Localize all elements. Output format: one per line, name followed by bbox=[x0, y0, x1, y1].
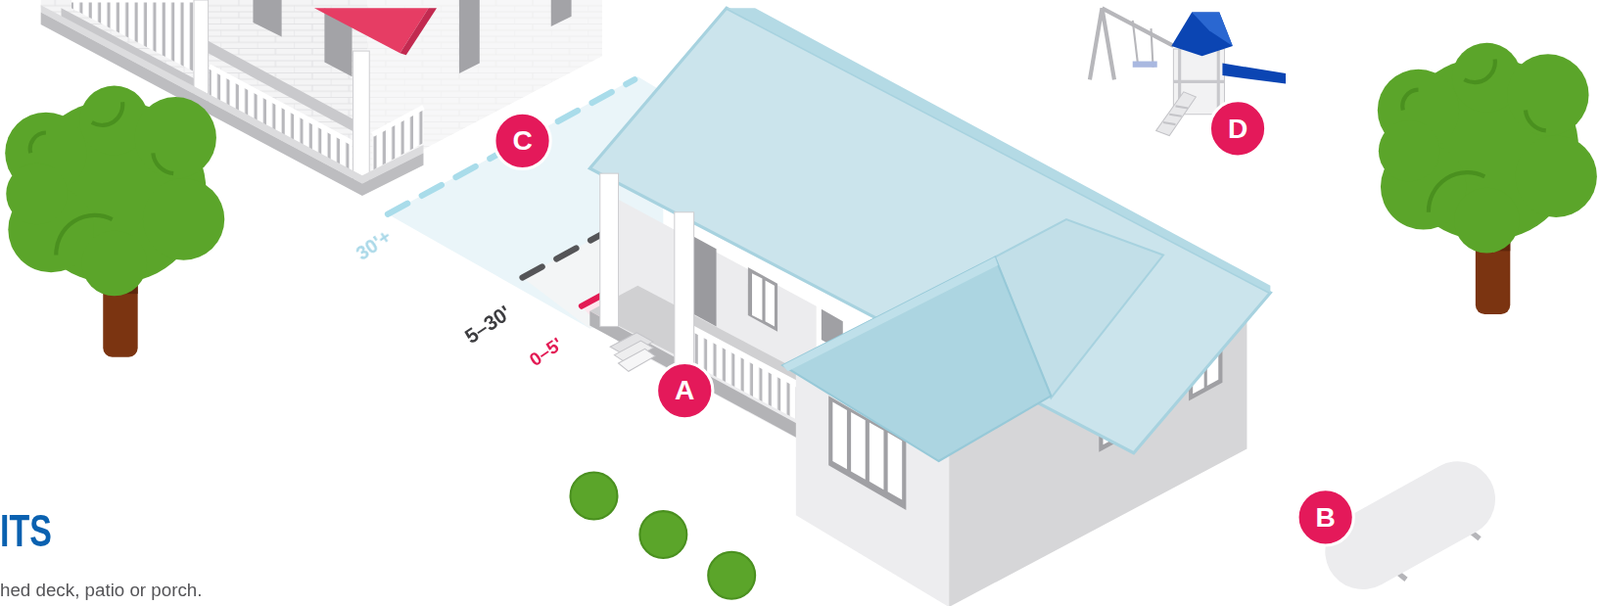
shrub bbox=[639, 511, 687, 559]
crown-part bbox=[1454, 188, 1520, 254]
crown-shade bbox=[1402, 58, 1546, 212]
callout-letter: B bbox=[1316, 503, 1336, 531]
callout-letter: A bbox=[674, 376, 695, 405]
stairs bbox=[1156, 92, 1197, 137]
brick-wall bbox=[41, 0, 603, 179]
swing-frame bbox=[1089, 7, 1174, 80]
red-roof-edge bbox=[399, 7, 437, 55]
tower-roof-side bbox=[1191, 12, 1233, 47]
callout-marker: B bbox=[1295, 487, 1355, 547]
rail bbox=[71, 0, 194, 3]
rail bbox=[209, 66, 353, 143]
pillar bbox=[353, 50, 371, 187]
dashed-line bbox=[387, 79, 635, 215]
window-pane bbox=[869, 422, 885, 490]
window-pane bbox=[765, 281, 775, 328]
callout-marker: D bbox=[1208, 98, 1268, 158]
tree-crown bbox=[1377, 43, 1598, 254]
tree-crown bbox=[4, 86, 225, 297]
porch-column bbox=[674, 212, 695, 366]
swing-seat bbox=[1132, 61, 1158, 68]
shrub bbox=[707, 552, 755, 600]
dimension-label: 0–5' bbox=[525, 334, 565, 371]
window bbox=[252, 0, 282, 38]
porch-column bbox=[600, 173, 619, 327]
window bbox=[459, 0, 480, 74]
tree bbox=[4, 86, 225, 358]
dimension-label: 30'+ bbox=[352, 226, 395, 264]
step bbox=[618, 348, 657, 372]
tower-roof bbox=[1171, 12, 1233, 57]
window bbox=[748, 267, 778, 332]
window bbox=[551, 0, 572, 27]
window-pane bbox=[752, 273, 762, 321]
crown-part bbox=[1378, 120, 1441, 183]
crown-part bbox=[1515, 136, 1598, 218]
gable-roof bbox=[782, 257, 1051, 462]
callout-letter: C bbox=[512, 127, 532, 155]
crown-part bbox=[135, 96, 217, 179]
body-text: hed deck, patio or porch. bbox=[0, 580, 202, 600]
gable-rake bbox=[782, 257, 998, 373]
callout-marker: C bbox=[492, 111, 552, 171]
crown-part bbox=[142, 178, 225, 260]
window-pane bbox=[832, 402, 848, 471]
tree bbox=[1377, 43, 1598, 315]
shrubs bbox=[570, 471, 756, 599]
stair-steps bbox=[1163, 105, 1188, 125]
house bbox=[589, 7, 1271, 606]
shrub bbox=[570, 471, 618, 519]
window-pane bbox=[850, 412, 866, 480]
slide bbox=[1222, 63, 1286, 85]
rail bbox=[372, 106, 424, 135]
swing-chain bbox=[1132, 20, 1154, 68]
crown-part bbox=[1506, 53, 1589, 136]
door bbox=[694, 236, 717, 328]
crown-part bbox=[5, 163, 68, 226]
window-pane bbox=[888, 432, 903, 501]
callout-marker: A bbox=[655, 361, 714, 421]
crown-part bbox=[81, 231, 147, 297]
section-heading: ITS bbox=[0, 508, 52, 554]
roof-ridge bbox=[726, 7, 1271, 293]
crown-shade bbox=[30, 101, 174, 255]
porch-floor-edge bbox=[589, 311, 806, 443]
dimension-label: 5–30' bbox=[461, 301, 515, 347]
callout-letter: D bbox=[1227, 114, 1248, 142]
